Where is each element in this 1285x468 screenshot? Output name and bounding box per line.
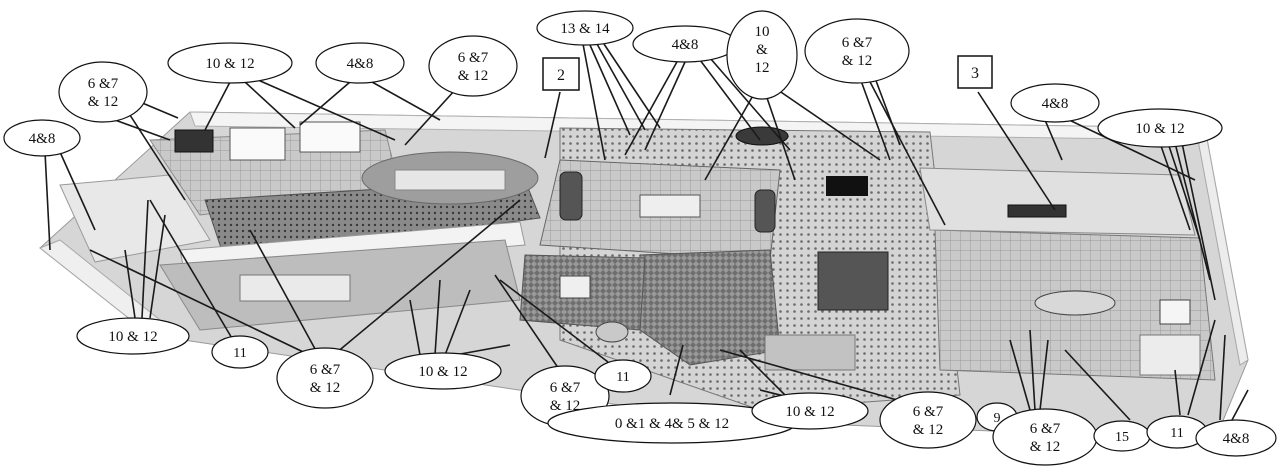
callout-10-12-tall-line2: & <box>756 42 768 58</box>
right-oval-table <box>1034 290 1116 316</box>
callout-10-12-tall-line3: 12 <box>755 60 770 76</box>
callout-6-7-12-near-box-2-line2: & 12 <box>458 68 488 84</box>
callout-6-7-12-bottom-far-right-line2: & 12 <box>1030 439 1060 455</box>
callout-4-8-right-text: 4&8 <box>1042 96 1069 112</box>
callout-11-bottom-right-text: 11 <box>1170 426 1183 441</box>
callout-4-8-bottom-right-text: 4&8 <box>1223 431 1250 447</box>
callout-6-7-12-bottom-far-right-line1: 6 &7 <box>1030 421 1061 437</box>
callout-6-7-12-bottom-left-line1: 6 &7 <box>310 362 341 378</box>
callout-10-12-bottom-center-right-text: 10 & 12 <box>785 404 834 420</box>
leader-lines <box>44 43 1249 421</box>
right-bay <box>919 167 1196 236</box>
callout-15-text: 15 <box>1115 430 1129 445</box>
callout-10-12-bottom-left-text: 10 & 12 <box>108 329 157 345</box>
box-label-2-text: 2 <box>557 67 565 84</box>
callout-0-1-4-5-12-text: 0 &1 & 4& 5 & 12 <box>615 416 729 432</box>
callout-11-bottom-center: 11 <box>594 359 652 393</box>
small-table <box>559 275 591 299</box>
sofa-left <box>559 171 583 221</box>
callout-6-7-12-far-left: 6 &7 & 12 <box>58 61 148 123</box>
callout-4-8-top: 4&8 <box>632 25 738 63</box>
bed-1 <box>229 127 286 161</box>
callout-6-7-12-bottom-center-line1: 6 &7 <box>550 380 581 396</box>
bathroom-left-floor <box>59 174 211 263</box>
dresser-dark <box>174 129 214 153</box>
callout-10-12-top-left-text: 10 & 12 <box>205 56 254 72</box>
callout-4-8-far-left: 4&8 <box>3 119 81 157</box>
box-label-3: 3 <box>957 55 993 89</box>
callout-11-bottom-right: 11 <box>1146 415 1208 449</box>
callout-6-7-12-bottom-far-right: 6 &7 & 12 <box>992 408 1098 466</box>
callout-6-7-12-bottom-right: 6 &7 & 12 <box>879 391 977 449</box>
callout-13-14-text: 13 & 14 <box>560 21 610 37</box>
callout-6-7-12-near-box-2: 6 &7 & 12 <box>428 35 518 97</box>
box-label-3-frame <box>957 55 993 89</box>
callout-10-12-tall-line1: 10 <box>755 24 770 40</box>
black-monitor <box>826 176 868 196</box>
callout-10-12-top-left: 10 & 12 <box>167 42 293 84</box>
callout-6-7-12-upper-center-line2: & 12 <box>842 53 872 69</box>
box-label-2-frame <box>542 57 580 91</box>
coffee-table <box>639 194 701 218</box>
callout-10-12-tall: 10 & 12 <box>726 10 798 100</box>
counter-lower-left <box>239 274 351 302</box>
box-label-3-text: 3 <box>971 65 979 82</box>
callout-11-bottom-left: 11 <box>211 335 269 369</box>
callout-6-7-12-bottom-right-line1: 6 &7 <box>913 404 944 420</box>
callout-0-1-4-5-12: 0 &1 & 4& 5 & 12 <box>547 402 797 444</box>
callout-11-bottom-center-text: 11 <box>616 370 629 385</box>
round-table <box>735 126 789 146</box>
callout-4-8-bottom-right: 4&8 <box>1195 419 1277 457</box>
callout-10-12-right-text: 10 & 12 <box>1135 121 1184 137</box>
callout-6-7-12-far-left-line2: & 12 <box>88 94 118 110</box>
callout-6-7-12-bottom-right-line2: & 12 <box>913 422 943 438</box>
building-floorplan <box>39 111 1249 441</box>
callout-6-7-12-bottom-left: 6 &7 & 12 <box>276 347 374 409</box>
callout-10-12-bottom-center-left: 10 & 12 <box>384 352 502 390</box>
callouts: 13 & 14 4&8 10 & 12 6 &7 & 12 10 & 12 4&… <box>3 10 1277 466</box>
callout-15: 15 <box>1093 420 1151 452</box>
sofa-right <box>754 189 776 233</box>
callout-10-12-bottom-center-left-text: 10 & 12 <box>418 364 467 380</box>
callout-4-8-right: 4&8 <box>1010 83 1100 123</box>
stool <box>595 321 629 343</box>
stove-right <box>1159 299 1191 325</box>
bed-2 <box>299 121 361 153</box>
callout-13-14: 13 & 14 <box>536 10 634 46</box>
bench-dark <box>1007 204 1067 218</box>
callout-6-7-12-near-box-2-line1: 6 &7 <box>458 50 489 66</box>
box-label-2: 2 <box>542 57 580 91</box>
callout-4-8-top-left-text: 4&8 <box>347 56 374 72</box>
callout-10-12-right: 10 & 12 <box>1097 108 1223 148</box>
callout-6-7-12-far-left-line1: 6 &7 <box>88 76 119 92</box>
callout-6-7-12-bottom-left-line2: & 12 <box>310 380 340 396</box>
callout-4-8-top-left: 4&8 <box>315 42 405 84</box>
callout-6-7-12-upper-center-line1: 6 &7 <box>842 35 873 51</box>
callout-4-8-top-text: 4&8 <box>672 37 699 53</box>
callout-6-7-12-upper-center: 6 &7 & 12 <box>804 18 910 84</box>
callout-9-text: 9 <box>994 411 1001 426</box>
callout-6-7-12-bottom-center-line2: & 12 <box>550 398 580 414</box>
callout-10-12-bottom-center-right: 10 & 12 <box>751 392 869 430</box>
cabinet-lower-center <box>764 334 856 371</box>
callout-4-8-far-left-text: 4&8 <box>29 131 56 147</box>
bathroom-right <box>1139 334 1201 376</box>
atrium-inner <box>394 169 506 191</box>
dining-table-dark <box>817 251 889 311</box>
callout-10-12-bottom-left: 10 & 12 <box>76 317 190 355</box>
callout-11-bottom-left-text: 11 <box>233 346 246 361</box>
